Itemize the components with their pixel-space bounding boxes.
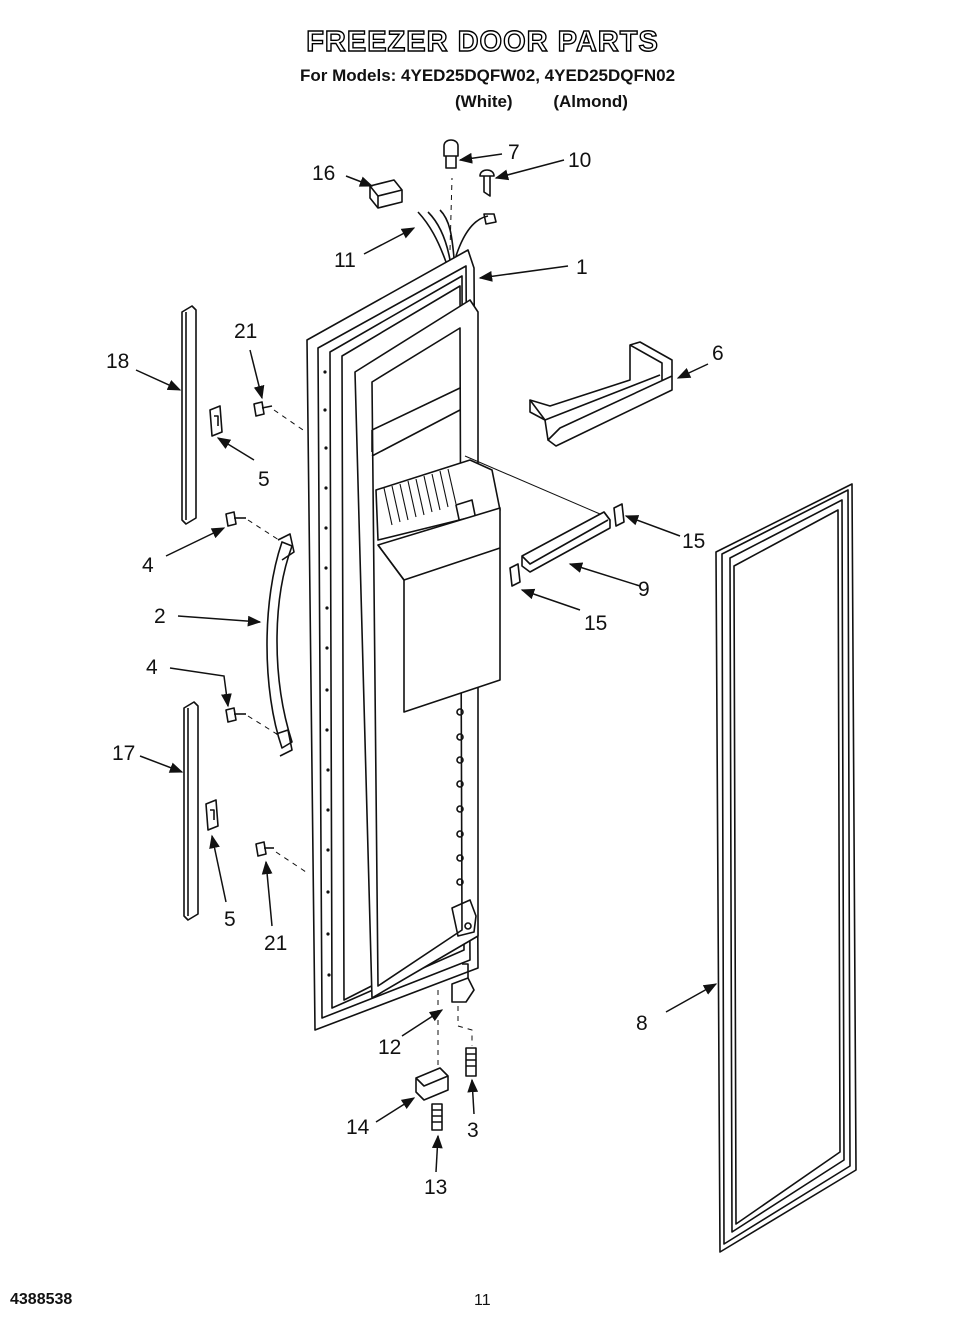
leader-5b — [209, 834, 227, 903]
leader-15b — [520, 588, 581, 611]
leader-15a — [624, 515, 681, 537]
page-number: 11 — [474, 1292, 491, 1309]
leader-3 — [467, 1078, 479, 1115]
screw-21-lower — [255, 841, 307, 873]
callout-17: 17 — [112, 742, 135, 765]
light-bulb — [443, 139, 459, 169]
clip-upper — [209, 405, 223, 437]
callout-14: 14 — [346, 1116, 370, 1139]
trim-strip — [464, 455, 611, 573]
leader-17 — [139, 755, 184, 773]
leader-4a — [165, 527, 226, 557]
callout-8: 8 — [636, 1012, 648, 1035]
callout-5-lower: 5 — [224, 908, 236, 931]
leader-10 — [494, 159, 565, 181]
callout-4-upper: 4 — [142, 554, 154, 577]
callout-4-lower: 4 — [146, 656, 158, 679]
model-numbers: For Models: 4YED25DQFW02, 4YED25DQFN02 — [300, 66, 676, 85]
leader-14 — [375, 1097, 416, 1123]
hinge-bushing — [451, 963, 475, 1003]
leader-4b — [169, 667, 232, 708]
leader-9 — [568, 562, 641, 587]
door-panel — [306, 249, 501, 1031]
leader-21a — [249, 349, 265, 400]
leader-11 — [363, 227, 416, 255]
connector-block — [369, 179, 403, 209]
leader-2 — [177, 615, 262, 627]
callout-16: 16 — [312, 162, 335, 185]
screw-21-upper — [253, 401, 307, 433]
screw-10 — [479, 169, 495, 197]
leader-21b — [261, 860, 273, 927]
screw-3 — [465, 1047, 477, 1077]
handle-trim-upper — [181, 305, 197, 525]
hinge-bracket — [415, 1067, 449, 1101]
leader-16 — [345, 175, 374, 187]
screw-4-lower — [225, 707, 281, 737]
screw-13 — [431, 1103, 443, 1131]
bracket-15-lower — [509, 563, 521, 587]
callout-11: 11 — [334, 249, 356, 272]
leader-12 — [401, 1009, 444, 1037]
callout-18: 18 — [106, 350, 129, 373]
door-shelf — [529, 341, 673, 447]
bracket-15-upper — [613, 503, 625, 527]
leader-7 — [458, 152, 503, 164]
leader-13 — [431, 1134, 443, 1173]
callout-5-upper: 5 — [258, 468, 270, 491]
variant-white: (White) — [455, 92, 513, 111]
callout-10: 10 — [568, 149, 591, 172]
screw-4-upper — [225, 511, 283, 543]
callout-9: 9 — [638, 578, 650, 601]
leader-1 — [478, 265, 569, 282]
callout-12: 12 — [378, 1036, 401, 1059]
callout-21-lower: 21 — [264, 932, 287, 955]
color-variants: (White) (Almond) — [455, 92, 628, 112]
leader-8 — [665, 983, 718, 1013]
callout-15-lower: 15 — [584, 612, 607, 635]
callout-6: 6 — [712, 342, 724, 365]
leader-5a — [216, 437, 255, 461]
page-title: FREEZER DOOR PARTS — [306, 25, 659, 58]
callout-1: 1 — [576, 256, 588, 279]
callout-7: 7 — [508, 141, 520, 164]
clip-lower — [205, 799, 219, 831]
door-gasket — [715, 483, 857, 1253]
variant-almond: (Almond) — [553, 92, 628, 111]
callout-21-upper: 21 — [234, 320, 257, 343]
wiring-harness — [417, 177, 497, 263]
door-handle — [266, 533, 295, 757]
callout-3: 3 — [467, 1119, 479, 1142]
callout-13: 13 — [424, 1176, 447, 1199]
callout-15-upper: 15 — [682, 530, 705, 553]
document-number: 4388538 — [10, 1291, 73, 1308]
leader-18 — [135, 369, 182, 391]
handle-trim-lower — [183, 701, 199, 921]
leader-6 — [676, 363, 709, 379]
callout-2: 2 — [154, 605, 166, 628]
